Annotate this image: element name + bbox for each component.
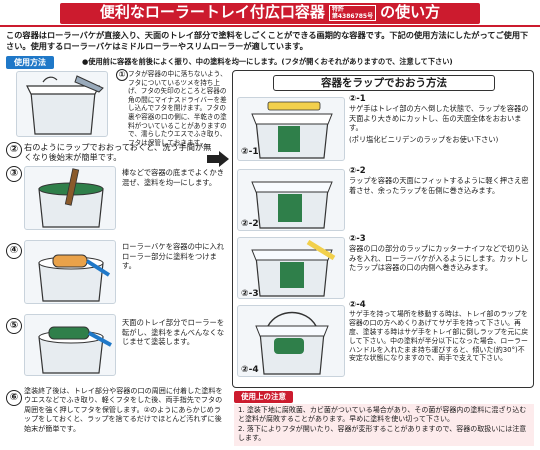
- wrap-method-title: 容器をラップでおおう方法: [273, 75, 495, 91]
- wrap-step2-body: ラップを容器の天面にフィットするように軽く押さえ密着させ、余ったラップを缶側に巻…: [349, 176, 529, 195]
- method-note: ●使用前に容器を前後によく振り、中の塗料を均一にします。(フタが開くおそれがあり…: [82, 57, 453, 66]
- step5-number: ⑤: [6, 318, 22, 334]
- patent-badge: 特許 第4386785号: [328, 4, 377, 21]
- intro-text: この容器はローラーバケが直接入り、天面のトレイ部分で塗料をしごくことができる画期…: [6, 30, 529, 51]
- wrap-step4-body: サゲ手を持って場所を移動する時は、トレイ部のラップを容器の口の方へめくりあげてサ…: [349, 309, 529, 363]
- wrap-step2-heading: ②-2: [349, 166, 366, 176]
- step2-text: 右のようにラップでおおっておくと、洗う手間が無くなり後始末が簡単です。: [24, 142, 212, 163]
- wrap-step3-body: 容器の口の部分のラップにカッターナイフなどで切り込みを入れ、ローラーバケが入るよ…: [349, 244, 529, 273]
- wrap-step1-note: (ポリ塩化ビニリデンのラップをお使い下さい): [349, 134, 499, 144]
- title-suffix: の使い方: [380, 3, 441, 22]
- caution-box: 1. 塗装下地に腐敗菌、カビ菌がついている場合があり、その菌が容器内の塗料に混ざ…: [234, 404, 534, 446]
- arrow-right-icon: [207, 151, 229, 167]
- wrap-step4-illustration: [237, 305, 345, 377]
- wrap-step4-heading: ②-4: [349, 300, 366, 310]
- step4-illustration: [24, 240, 116, 304]
- wrap-step4-text: ②-4 サゲ手を持って場所を移動する時は、トレイ部のラップを容器の口の方へめくり…: [349, 301, 529, 363]
- wrap-step2-text: ②-2 ラップを容器の天面にフィットするように軽く押さえ密着させ、余ったラップを…: [349, 166, 529, 195]
- method-label: 使用方法: [6, 56, 54, 69]
- wrap-step1-text: ②-1 サゲ手はトレイ部の方へ倒した状態で、ラップを容器の天面より大きめにカット…: [349, 94, 529, 144]
- wrap-method-panel: 容器をラップでおおう方法 ②-1 ②-1 サゲ手はトレイ部の方へ倒した状態で、ラ…: [232, 70, 534, 388]
- wrap-step3-label: ②-3: [241, 289, 259, 299]
- patent-line2: 第4386785号: [331, 12, 374, 20]
- step3-text: 棒などで容器の底までよくかき混ぜ、塗料を均一にします。: [122, 168, 225, 187]
- caution-item-1: 1. 塗装下地に腐敗菌、カビ菌がついている場合があり、その菌が容器内の塗料に混ざ…: [238, 406, 527, 424]
- step1-number: ①: [116, 69, 128, 81]
- page-title: 便利なローラートレイ付広口容器 特許 第4386785号 の使い方: [100, 3, 440, 22]
- wrap-step3-heading: ②-3: [349, 234, 366, 244]
- wrap-step1-illustration: [237, 97, 345, 161]
- step4-number: ④: [6, 243, 22, 259]
- step6-text: 塗装終了後は、トレイ部分や容器の口の周囲に付着した塗料をウエスなどでふき取り、軽…: [24, 386, 223, 433]
- patent-line1: 特許: [331, 5, 344, 13]
- wrap-step1-heading: ②-1: [349, 94, 366, 104]
- caution-item-2: 2. 落下によりフタが開いたり、容器が変形することがありますので、容器の取扱いに…: [238, 424, 527, 443]
- wrap-step3-illustration: [237, 237, 345, 299]
- title-bar: 便利なローラートレイ付広口容器 特許 第4386785号 の使い方: [0, 0, 540, 27]
- step1-illustration: [16, 71, 108, 137]
- step6-number: ⑥: [6, 390, 22, 406]
- step5-text: 天面のトレイ部分でローラーを転がし、塗料をまんべんなくなじませて塗装します。: [122, 318, 225, 347]
- wrap-step2-label: ②-2: [241, 219, 259, 229]
- step3-number: ③: [6, 166, 22, 182]
- wrap-step3-text: ②-3 容器の口の部分のラップにカッターナイフなどで切り込みを入れ、ローラーバケ…: [349, 234, 529, 273]
- wrap-step4-label: ②-4: [241, 365, 259, 375]
- title-band: [60, 3, 480, 24]
- step4-text: ローラーバケを容器の中に入れローラー部分に塗料をつけます。: [122, 242, 225, 271]
- wrap-step2-illustration: [237, 169, 345, 231]
- step3-illustration: [24, 166, 116, 230]
- step5-illustration: [24, 314, 116, 376]
- wrap-step1-body: サゲ手はトレイ部の方へ倒した状態で、ラップを容器の天面より大きめにカットし、缶の…: [349, 104, 529, 133]
- title-text: 便利なローラートレイ付広口容器: [99, 3, 325, 22]
- step1-text: フタが容器の中に落ちないよう、フタについているツメを持ち上げ、フタの矢印のところ…: [128, 70, 227, 147]
- wrap-step1-label: ②-1: [241, 147, 259, 157]
- step2-number: ②: [6, 142, 22, 158]
- caution-label: 使用上の注意: [234, 391, 293, 403]
